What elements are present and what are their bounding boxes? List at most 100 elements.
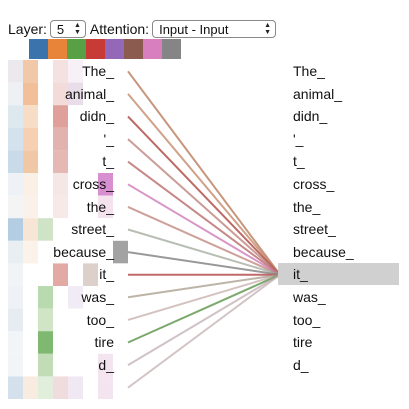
attention-label: Attention: xyxy=(89,21,150,37)
heatmap-cell xyxy=(38,173,53,196)
left-token[interactable]: too_ xyxy=(86,311,114,328)
left-token[interactable]: because_ xyxy=(53,243,114,260)
heatmap-cell xyxy=(38,240,53,264)
attention-line xyxy=(127,115,281,276)
heatmap-cell xyxy=(113,173,128,196)
attention-line xyxy=(127,273,281,389)
up-down-chevron-icon: ▲▼ xyxy=(264,22,272,36)
heatmap-cell xyxy=(68,105,83,128)
head-swatch[interactable] xyxy=(143,39,162,59)
heatmap-cell xyxy=(83,195,98,219)
heatmap-cell xyxy=(98,376,113,399)
heatmap-cell xyxy=(68,127,83,151)
left-token[interactable]: d_ xyxy=(98,356,114,373)
heatmap-cell xyxy=(8,263,23,286)
heatmap-cell xyxy=(38,263,53,286)
heatmap-cell xyxy=(8,353,23,377)
right-token[interactable]: because_ xyxy=(293,243,354,260)
up-down-chevron-icon: ▲▼ xyxy=(73,22,81,36)
left-token[interactable]: animal_ xyxy=(64,85,114,102)
left-token[interactable]: '_ xyxy=(103,130,114,147)
heatmap-cell xyxy=(98,263,113,286)
heatmap-cell xyxy=(113,195,128,219)
heatmap-cell xyxy=(83,308,98,332)
heatmap-cell xyxy=(98,127,113,151)
head-swatch[interactable] xyxy=(162,39,181,59)
left-token[interactable]: didn_ xyxy=(79,108,114,125)
right-token[interactable]: The_ xyxy=(293,63,325,79)
heatmap-cell xyxy=(38,353,53,377)
heatmap-cell xyxy=(38,105,53,128)
right-token[interactable]: '_ xyxy=(293,130,304,147)
heatmap-cell xyxy=(113,127,128,151)
attention-line xyxy=(127,251,281,276)
heatmap-cell xyxy=(68,263,83,286)
heatmap-cell xyxy=(53,82,68,106)
heatmap-cell xyxy=(8,240,23,264)
heatmap-cell xyxy=(83,173,98,196)
heatmap-cell xyxy=(83,240,98,264)
heatmap-cell xyxy=(98,240,113,264)
heatmap-cell xyxy=(113,82,128,106)
head-swatch[interactable] xyxy=(29,39,48,59)
left-token[interactable]: tire xyxy=(94,334,114,351)
heatmap-cell xyxy=(83,263,98,286)
left-token[interactable]: was_ xyxy=(81,289,114,305)
heatmap-cell xyxy=(68,286,83,309)
attention-line xyxy=(127,93,281,276)
heatmap-cell xyxy=(113,240,128,264)
left-token[interactable]: street_ xyxy=(71,221,114,238)
heatmap-cell xyxy=(23,376,38,399)
right-token[interactable]: t_ xyxy=(293,153,305,170)
heatmap-cell xyxy=(98,82,113,106)
heatmap-cell xyxy=(23,240,38,264)
heatmap-cell xyxy=(68,82,83,106)
layer-select[interactable]: 5 ▲▼ xyxy=(49,20,86,38)
right-token[interactable]: street_ xyxy=(293,221,336,238)
heatmap-cell xyxy=(83,105,98,128)
attention-line xyxy=(127,205,281,276)
right-token[interactable]: it_ xyxy=(293,266,308,283)
heatmap-cell xyxy=(68,195,83,219)
right-token[interactable]: was_ xyxy=(293,289,326,305)
attention-select[interactable]: Input - Input ▲▼ xyxy=(152,20,277,38)
heatmap-cell xyxy=(113,150,128,173)
heatmap-cell xyxy=(23,286,38,309)
heatmap-cell xyxy=(38,60,53,83)
right-token[interactable]: d_ xyxy=(293,356,309,373)
head-swatch[interactable] xyxy=(105,39,124,59)
right-token[interactable]: didn_ xyxy=(293,108,328,125)
head-swatch[interactable] xyxy=(86,39,105,59)
heatmap-cell xyxy=(98,308,113,332)
heatmap-cell xyxy=(83,286,98,309)
right-token[interactable]: tire xyxy=(293,334,313,351)
right-token[interactable]: animal_ xyxy=(293,85,343,102)
left-token[interactable]: it_ xyxy=(99,266,114,283)
heatmap-cell xyxy=(68,353,83,377)
heatmap-cell xyxy=(98,286,113,309)
heatmap-cell xyxy=(8,195,23,219)
heatmap-cell xyxy=(23,127,38,151)
heatmap-cell xyxy=(83,60,98,83)
attention-select-value: Input - Input xyxy=(159,21,229,37)
heatmap-cell xyxy=(113,105,128,128)
left-token[interactable]: The_ xyxy=(82,63,114,79)
heatmap-cell xyxy=(38,195,53,219)
head-swatch[interactable] xyxy=(67,39,86,59)
heatmap-cell xyxy=(53,286,68,309)
left-token[interactable]: t_ xyxy=(102,153,114,170)
left-token[interactable]: cross_ xyxy=(72,176,114,192)
heatmap-cell xyxy=(8,150,23,173)
attention-line xyxy=(127,70,281,276)
right-token[interactable]: cross_ xyxy=(293,176,335,192)
right-token[interactable]: the_ xyxy=(293,198,321,215)
left-token[interactable]: the_ xyxy=(86,198,114,215)
heatmap-cell xyxy=(83,127,98,151)
right-token[interactable]: too_ xyxy=(293,311,321,328)
heatmap-cell xyxy=(8,173,23,196)
heatmap-cell xyxy=(23,263,38,286)
heatmap-cell xyxy=(23,150,38,173)
layer-label: Layer: xyxy=(8,21,47,37)
head-swatch[interactable] xyxy=(48,39,67,59)
head-swatch[interactable] xyxy=(124,39,143,59)
